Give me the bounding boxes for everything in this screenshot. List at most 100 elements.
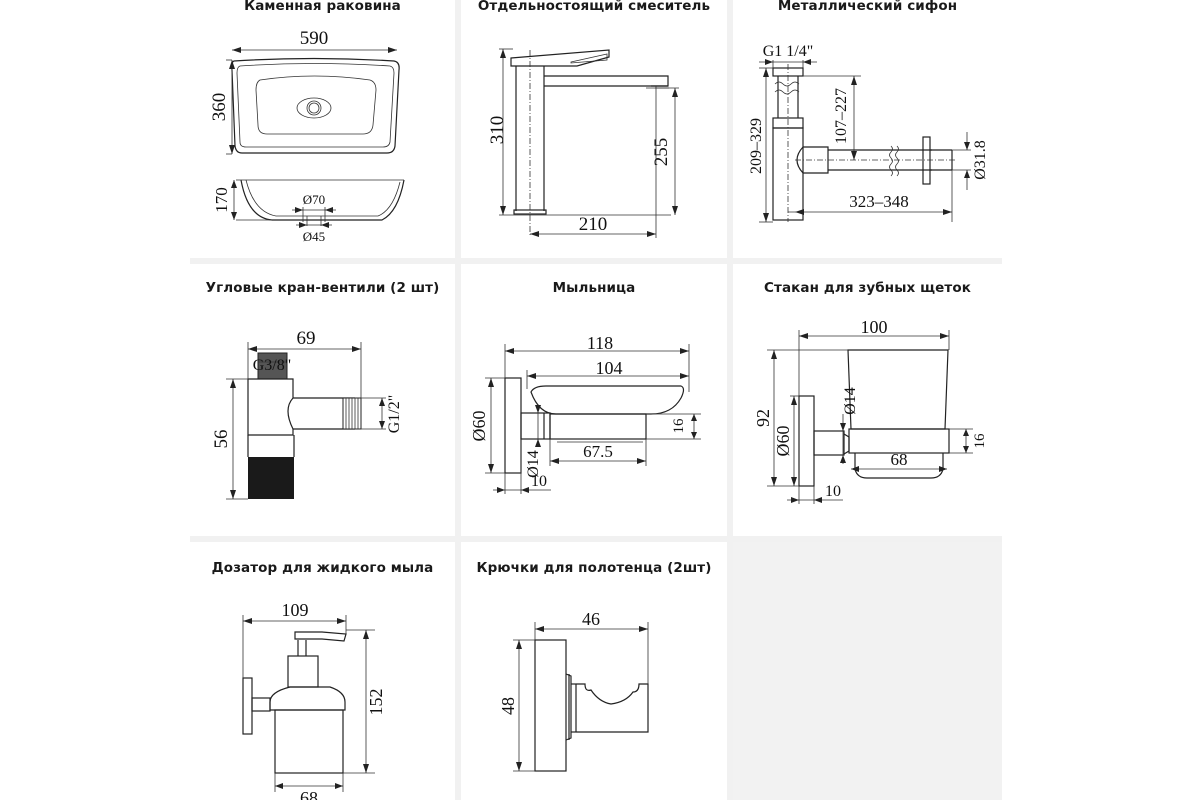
dim-outlet-thread: G1/2" xyxy=(386,395,403,434)
dimension-ring-width: 68 xyxy=(851,450,947,472)
cell-title: Крючки для полотенца (2шт) xyxy=(476,560,712,576)
dimension-total-length: 109 xyxy=(242,600,347,678)
dimension-flange-thickness: 10 xyxy=(787,483,843,504)
cell-metal-siphon: Металлический сифон xyxy=(733,0,1002,258)
dim-depth: 360 xyxy=(209,93,230,122)
dim-height: 170 xyxy=(212,187,231,213)
cell-soap-dispenser: Дозатор для жидкого мыла 109 xyxy=(190,542,455,800)
towel-hook-drawing: 46 48 xyxy=(498,609,649,772)
dim-flange-thickness: 10 xyxy=(531,473,547,490)
dim-inlet-thread: G3/8" xyxy=(253,357,292,374)
dimension-reach: 210 xyxy=(530,86,657,238)
dim-reach: 210 xyxy=(579,214,608,235)
dim-holder-height: 16 xyxy=(671,418,687,434)
dimension-width: 590 xyxy=(232,28,397,53)
dim-holder-length: 67.5 xyxy=(583,442,613,461)
dim-height: 310 xyxy=(487,116,508,145)
cell-stone-sink: Каменная раковина 590 360 xyxy=(190,0,455,258)
dim-length: 323–348 xyxy=(849,192,909,211)
cell-title: Каменная раковина xyxy=(244,0,401,14)
cell-title: Металлический сифон xyxy=(777,0,958,14)
soap-dispenser-drawing: 109 152 68 xyxy=(242,600,386,800)
dim-flange-thickness: 10 xyxy=(825,483,841,500)
cell-toothbrush-cup: Стакан для зубных щеток 100 xyxy=(733,264,1002,536)
dimension-height: 92 xyxy=(753,349,848,487)
dim-ring-width: 68 xyxy=(891,450,908,469)
faucet-drawing: 310 255 210 xyxy=(487,48,679,238)
cell-title: Отдельностоящий смеситель xyxy=(477,0,711,14)
dim-height: 152 xyxy=(366,689,386,716)
dim-stem: Ø14 xyxy=(525,450,542,478)
dim-width: 590 xyxy=(300,28,329,49)
dim-spout-height: 255 xyxy=(651,138,672,167)
dimension-pipe-diameter: Ø31.8 xyxy=(952,132,989,190)
dimension-height: 152 xyxy=(343,629,386,774)
dim-ring-height: 16 xyxy=(972,433,988,449)
dim-total-height: 209–329 xyxy=(748,118,765,174)
dimension-thread: G1 1/4" xyxy=(759,43,817,68)
dimension-height: 310 xyxy=(487,48,671,216)
dimension-holder-height: 16 xyxy=(646,413,701,440)
dim-bottle-width: 68 xyxy=(300,788,318,800)
cell-empty xyxy=(733,542,1002,800)
dimension-holder-length: 67.5 xyxy=(549,439,647,466)
cell-angle-valves: Угловые кран-вентили (2 шт) 69 xyxy=(190,264,455,536)
dimension-ring-height: 16 xyxy=(949,428,988,454)
dimension-length: 323–348 xyxy=(788,170,953,222)
dimension-height: 56 xyxy=(211,378,248,500)
dim-total-length: 100 xyxy=(861,317,888,337)
soap-dish-drawing: 118 104 Ø60 Ø14 xyxy=(469,333,701,494)
cell-towel-hooks: Крючки для полотенца (2шт) 46 xyxy=(461,542,727,800)
sink-side-view: 170 Ø70 Ø45 xyxy=(212,179,405,244)
dimension-flange: Ø60 xyxy=(773,395,799,486)
dim-dish-length: 104 xyxy=(596,358,623,378)
dim-drain-inner: Ø45 xyxy=(303,229,325,244)
dim-height: 48 xyxy=(498,697,518,715)
dimension-total-height: 209–329 xyxy=(748,67,773,223)
siphon-body xyxy=(772,64,955,222)
dim-total-length: 109 xyxy=(282,600,309,620)
valve-body xyxy=(247,352,362,499)
dimension-bottle-width: 68 xyxy=(274,773,344,800)
dim-flange: Ø60 xyxy=(469,411,489,442)
dimension-total-length: 100 xyxy=(798,317,950,396)
angle-valve-drawing: 69 G3/8" G1/2" 56 xyxy=(211,328,403,500)
faucet-body xyxy=(510,49,669,235)
dim-flange: Ø60 xyxy=(773,426,793,457)
dispenser-body xyxy=(242,631,347,774)
cell-freestanding-faucet: Отдельностоящий смеситель 310 xyxy=(461,0,727,258)
dim-height: 56 xyxy=(211,430,232,449)
cell-title: Стакан для зубных щеток xyxy=(764,280,971,296)
cup-body xyxy=(798,349,950,487)
dim-drain-outer: Ø70 xyxy=(303,192,325,207)
dimension-width: 69 xyxy=(247,328,362,398)
hook-body xyxy=(534,639,649,772)
dimension-adjust-height: 107–227 xyxy=(803,75,861,160)
dim-height: 92 xyxy=(753,409,773,427)
dim-length: 46 xyxy=(582,609,600,629)
cell-title: Дозатор для жидкого мыла xyxy=(211,560,434,576)
sink-top-view xyxy=(231,57,400,154)
spec-sheet-grid: Каменная раковина 590 360 xyxy=(190,0,1002,800)
dim-thread: G1 1/4" xyxy=(763,43,814,60)
dim-stem: Ø14 xyxy=(842,387,859,415)
cell-title: Угловые кран-вентили (2 шт) xyxy=(205,280,440,296)
dimension-inlet-thread: G3/8" xyxy=(253,357,292,374)
dimension-length: 46 xyxy=(534,609,649,684)
cell-title: Мыльница xyxy=(552,280,636,296)
siphon-drawing: G1 1/4" 209–329 107–227 323–348 xyxy=(748,43,989,223)
dimension-outlet-thread: G1/2" xyxy=(361,395,403,434)
dimension-total-length: 118 xyxy=(504,333,690,392)
dimension-dish-length: 104 xyxy=(526,358,689,389)
dim-width: 69 xyxy=(297,328,316,349)
dimension-stem: Ø14 xyxy=(525,404,542,478)
cell-soap-dish: Мыльница 118 104 xyxy=(461,264,727,536)
dimension-stem: Ø14 xyxy=(840,387,859,464)
soap-dish-body xyxy=(504,377,685,474)
sink-drawing: 590 360 xyxy=(209,28,405,244)
dimension-depth: 360 xyxy=(209,59,235,155)
dim-pipe-diameter: Ø31.8 xyxy=(972,140,989,180)
dimension-flange: Ø60 xyxy=(469,377,505,474)
dimension-height: 48 xyxy=(498,639,535,772)
dimension-flange-thickness: 10 xyxy=(493,439,551,494)
